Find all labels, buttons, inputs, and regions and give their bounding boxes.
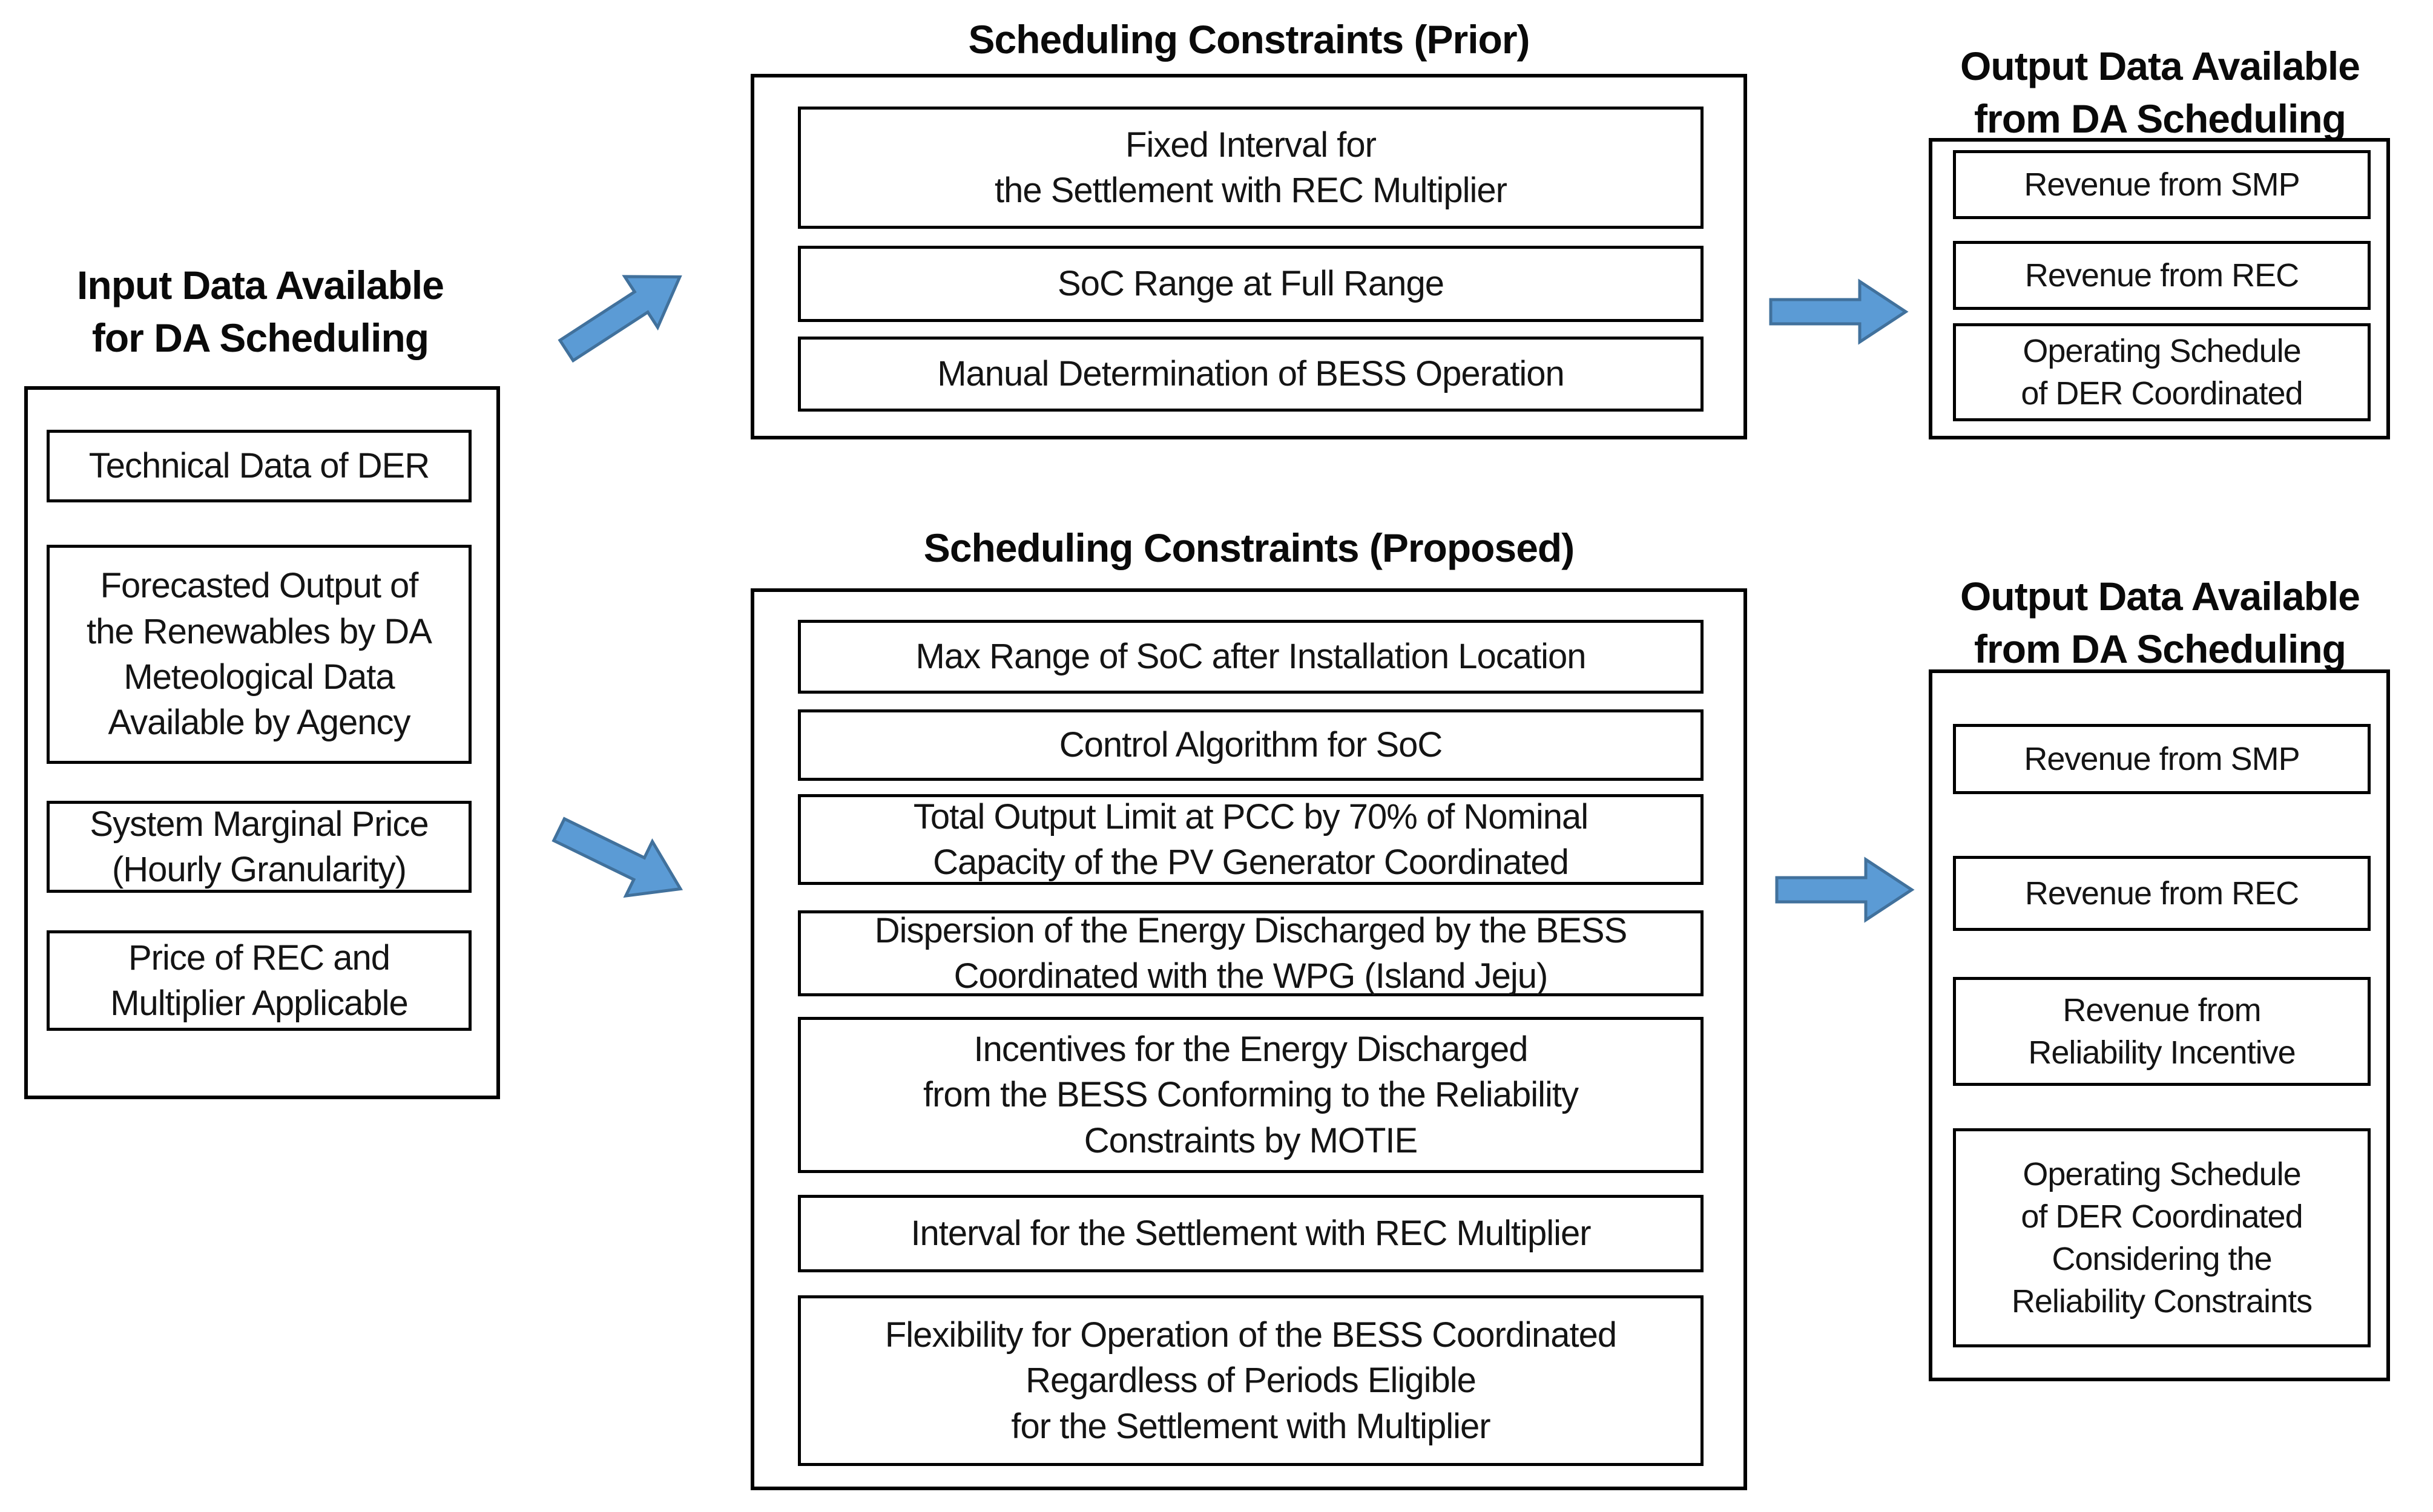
up-right-arrow-icon: [558, 275, 682, 363]
proposed-constraints-title: Scheduling Constraints (Proposed): [923, 525, 1575, 570]
prior-output-title: Output Data Available from DA Scheduling: [1960, 44, 2360, 142]
input-item-technical-data: Technical Data of DER: [47, 430, 472, 502]
proposed-output-item-revenue-rec: Revenue from REC: [1953, 856, 2371, 931]
prior-item-fixed-interval: Fixed Interval for the Settlement with R…: [798, 107, 1704, 229]
proposed-output-item-revenue-smp: Revenue from SMP: [1953, 724, 2371, 794]
proposed-item-max-soc-range: Max Range of SoC after Installation Loca…: [798, 620, 1704, 694]
prior-output-item-revenue-smp: Revenue from SMP: [1953, 150, 2371, 219]
proposed-item-settlement-interval: Interval for the Settlement with REC Mul…: [798, 1195, 1704, 1272]
proposed-output-title: Output Data Available from DA Scheduling: [1960, 574, 2360, 672]
proposed-item-dispersion: Dispersion of the Energy Discharged by t…: [798, 910, 1704, 996]
right-arrow-icon: [1775, 856, 1915, 923]
proposed-output-item-reliability-incentive: Revenue from Reliability Incentive: [1953, 977, 2371, 1086]
proposed-item-incentives: Incentives for the Energy Discharged fro…: [798, 1017, 1704, 1173]
input-data-title: Input Data Available for DA Scheduling: [77, 263, 444, 361]
prior-item-manual-determination: Manual Determination of BESS Operation: [798, 337, 1704, 412]
prior-output-item-revenue-rec: Revenue from REC: [1953, 241, 2371, 310]
proposed-item-control-algorithm: Control Algorithm for SoC: [798, 709, 1704, 781]
prior-output-item-operating-schedule: Operating Schedule of DER Coordinated: [1953, 323, 2371, 421]
input-item-rec-price: Price of REC and Multiplier Applicable: [47, 930, 472, 1031]
input-item-system-marginal-price: System Marginal Price (Hourly Granularit…: [47, 801, 472, 893]
prior-item-soc-range: SoC Range at Full Range: [798, 246, 1704, 322]
proposed-output-item-operating-schedule: Operating Schedule of DER Coordinated Co…: [1953, 1128, 2371, 1347]
proposed-item-output-limit: Total Output Limit at PCC by 70% of Nomi…: [798, 794, 1704, 885]
input-item-forecasted-output: Forecasted Output of the Renewables by D…: [47, 545, 472, 764]
arrow-prior-to-output: [1769, 278, 1909, 349]
right-arrow-icon: [1769, 278, 1909, 345]
down-right-arrow-icon: [551, 817, 683, 898]
arrow-input-to-prior: [547, 246, 703, 382]
arrow-input-to-proposed: [541, 798, 699, 924]
prior-constraints-title: Scheduling Constraints (Prior): [968, 17, 1530, 62]
proposed-item-flexibility: Flexibility for Operation of the BESS Co…: [798, 1295, 1704, 1466]
arrow-proposed-to-output: [1775, 856, 1915, 927]
